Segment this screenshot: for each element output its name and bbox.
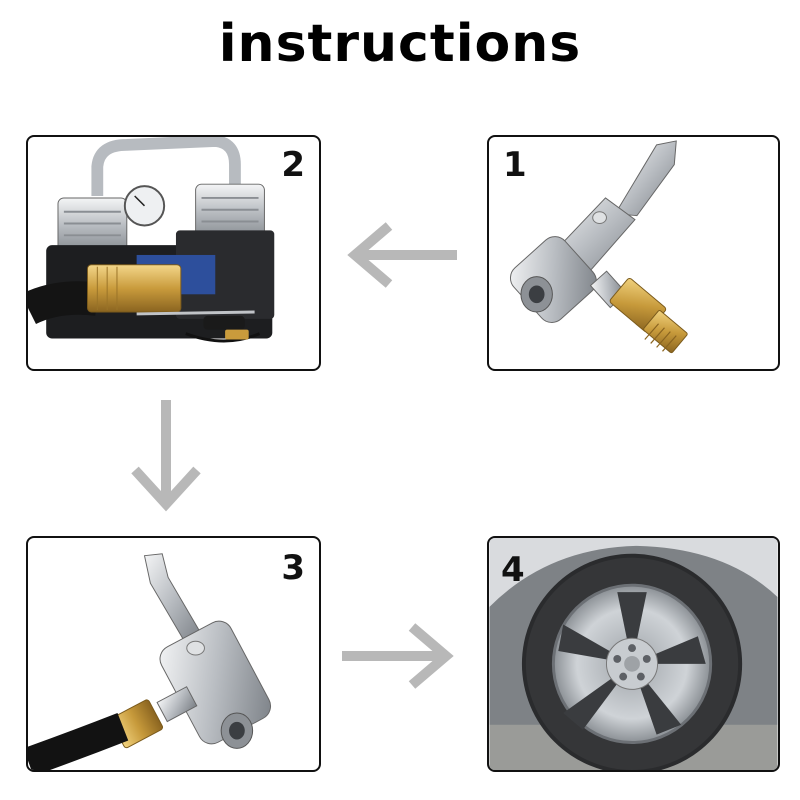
- step-number: 2: [281, 145, 305, 185]
- arrow-left-icon: [345, 222, 460, 288]
- step-3-panel: 3: [26, 536, 321, 772]
- chuck-adapter-image: [509, 140, 688, 354]
- step-2-panel: 2: [26, 135, 321, 371]
- step-4-panel: 4: [487, 536, 780, 772]
- air-compressor-image: [28, 137, 275, 343]
- step-number: 1: [503, 145, 527, 185]
- step-number: 3: [281, 548, 305, 588]
- arrow-down-icon: [131, 398, 201, 513]
- car-wheel-image: [489, 538, 778, 770]
- step-number: 4: [501, 550, 525, 590]
- page-title: instructions: [218, 14, 582, 74]
- chuck-adapter-connected-image: [28, 553, 272, 770]
- arrow-right-icon: [340, 623, 455, 689]
- step-1-panel: 1: [487, 135, 780, 371]
